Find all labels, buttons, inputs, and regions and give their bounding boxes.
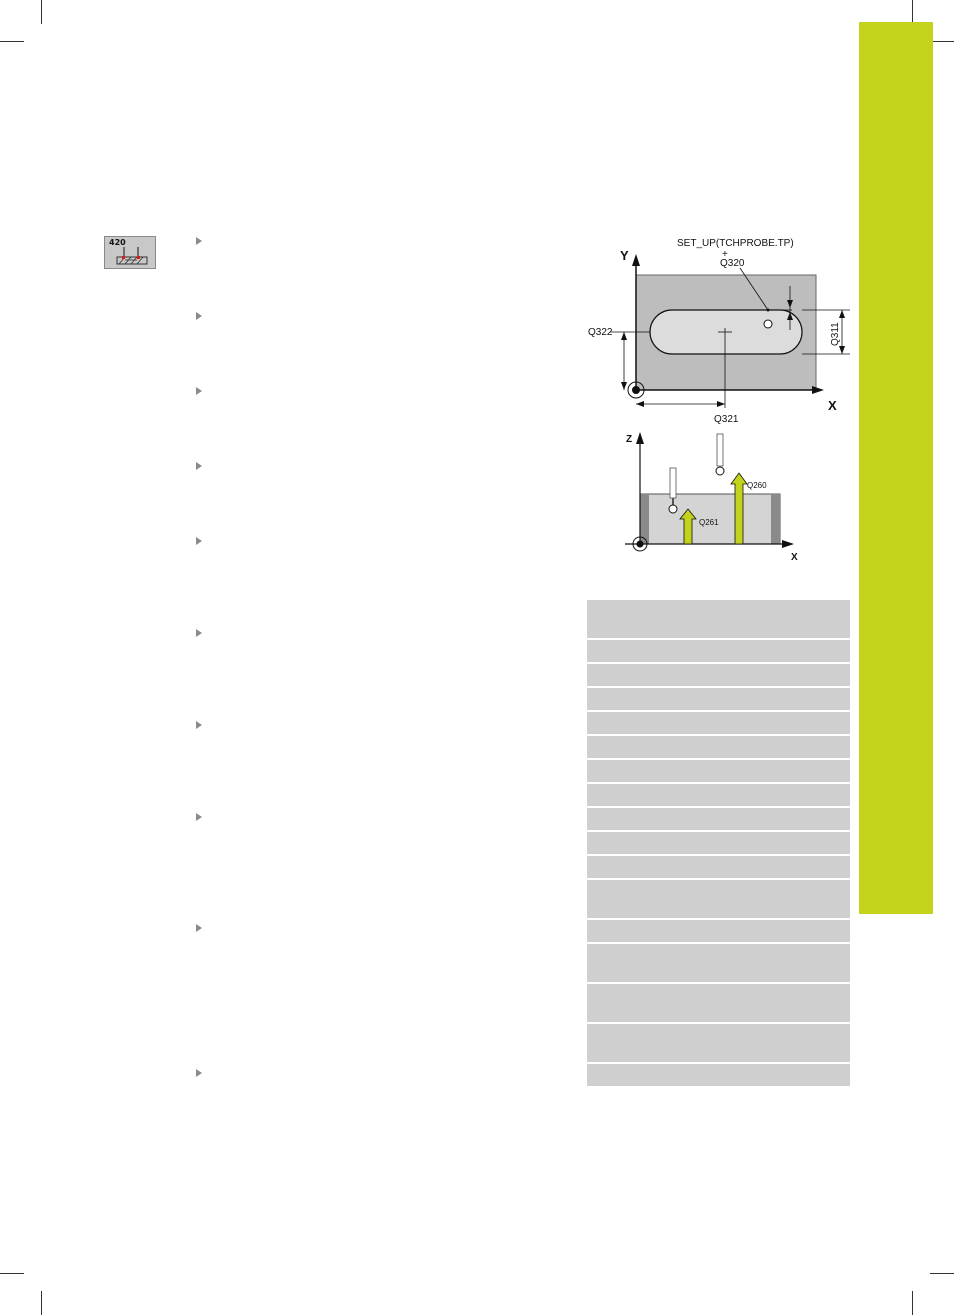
bullet-marker — [196, 237, 202, 245]
table-row — [587, 856, 850, 880]
q320-label: Q320 — [720, 258, 745, 269]
table-row — [587, 688, 850, 712]
table-row — [587, 1024, 850, 1064]
plus-sign: + — [722, 249, 728, 260]
probe-stylus — [716, 433, 724, 467]
bullet-marker — [196, 387, 202, 395]
bullet-marker — [196, 462, 202, 470]
crop-mark — [912, 1291, 913, 1315]
bullet-marker — [196, 629, 202, 637]
table-row — [587, 1064, 850, 1088]
bullet-marker — [196, 1069, 202, 1077]
probe-cycle-icon: 420 — [104, 236, 156, 269]
bullet-marker — [196, 312, 202, 320]
axis-y-label: Y — [620, 248, 629, 263]
xy-plane-figure: Y X Q311 Q322 Q321 SET_UP(TCHPROBE.TP) +… — [588, 238, 850, 425]
parameter-table — [587, 600, 850, 1088]
probe-glyph — [116, 247, 148, 265]
crop-mark — [41, 0, 42, 24]
bullet-marker — [196, 813, 202, 821]
axis-z-label: Z — [626, 434, 632, 445]
table-row — [587, 760, 850, 784]
crop-mark — [0, 1273, 24, 1274]
table-row — [587, 832, 850, 856]
table-row — [587, 664, 850, 688]
setup-label: SET_UP(TCHPROBE.TP) — [677, 238, 794, 249]
cycle-number: 420 — [109, 238, 126, 247]
table-row — [587, 784, 850, 808]
q311-label: Q311 — [830, 322, 841, 346]
table-row — [587, 712, 850, 736]
table-row — [587, 920, 850, 944]
bullet-marker — [196, 537, 202, 545]
table-row — [587, 600, 850, 640]
table-row — [587, 640, 850, 664]
datum-icon — [627, 381, 645, 399]
table-row — [587, 944, 850, 984]
q260-label: Q260 — [747, 481, 767, 490]
q261-arrow — [679, 508, 697, 545]
chapter-tab — [859, 22, 933, 914]
table-row — [587, 808, 850, 832]
table-row — [587, 736, 850, 760]
bullet-marker — [196, 721, 202, 729]
crop-mark — [0, 41, 24, 42]
q260-arrow — [730, 472, 748, 545]
crop-mark — [930, 41, 954, 42]
crop-mark — [41, 1291, 42, 1315]
crop-mark — [912, 0, 913, 24]
q321-label: Q321 — [714, 414, 739, 425]
table-row — [587, 880, 850, 920]
datum-icon — [632, 536, 648, 552]
table-row — [587, 984, 850, 1024]
xz-plane-figure: Z X Q261 Q260 — [625, 432, 798, 563]
bullet-marker — [196, 924, 202, 932]
q261-label: Q261 — [699, 518, 719, 527]
q322-label: Q322 — [588, 327, 613, 338]
probe-point — [763, 319, 773, 329]
axis-x-label-side: X — [791, 552, 798, 563]
axis-x-label: X — [828, 398, 837, 413]
crop-mark — [930, 1273, 954, 1274]
